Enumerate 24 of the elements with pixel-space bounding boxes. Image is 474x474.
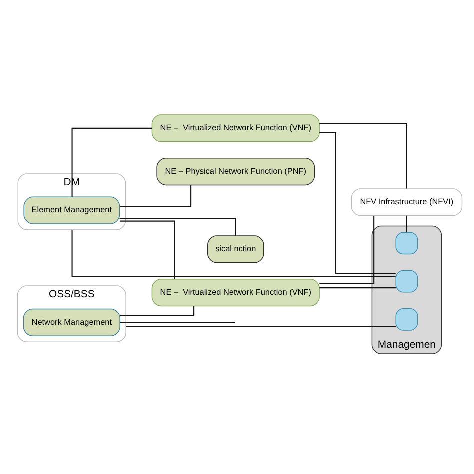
connector — [320, 216, 375, 284]
node-box: NE – Virtualized Network Function (VNF) — [152, 278, 320, 306]
connector — [320, 132, 396, 274]
connector — [120, 306, 195, 316]
connector — [320, 122, 408, 188]
node-box: NFV Infrastructure (NFVI) — [351, 188, 463, 216]
connector — [320, 287, 396, 288]
connector — [120, 218, 236, 236]
connector — [72, 127, 152, 197]
node-box — [396, 308, 418, 330]
node-box: NE – Physical Network Function (PNF) — [156, 157, 316, 186]
connector — [126, 326, 396, 327]
node-box: sical nction — [208, 235, 264, 263]
node-box — [396, 270, 418, 292]
node-box: NE – Virtualized Network Function (VNF) — [152, 114, 320, 142]
node-box: Element Management — [24, 196, 120, 224]
node-box: Network Management — [23, 308, 120, 336]
connector — [120, 220, 176, 278]
cluster: Managemen — [372, 225, 442, 354]
connector — [120, 184, 192, 207]
node-box — [396, 232, 418, 254]
connector — [120, 322, 236, 323]
connector — [72, 230, 396, 276]
connector — [406, 215, 408, 232]
